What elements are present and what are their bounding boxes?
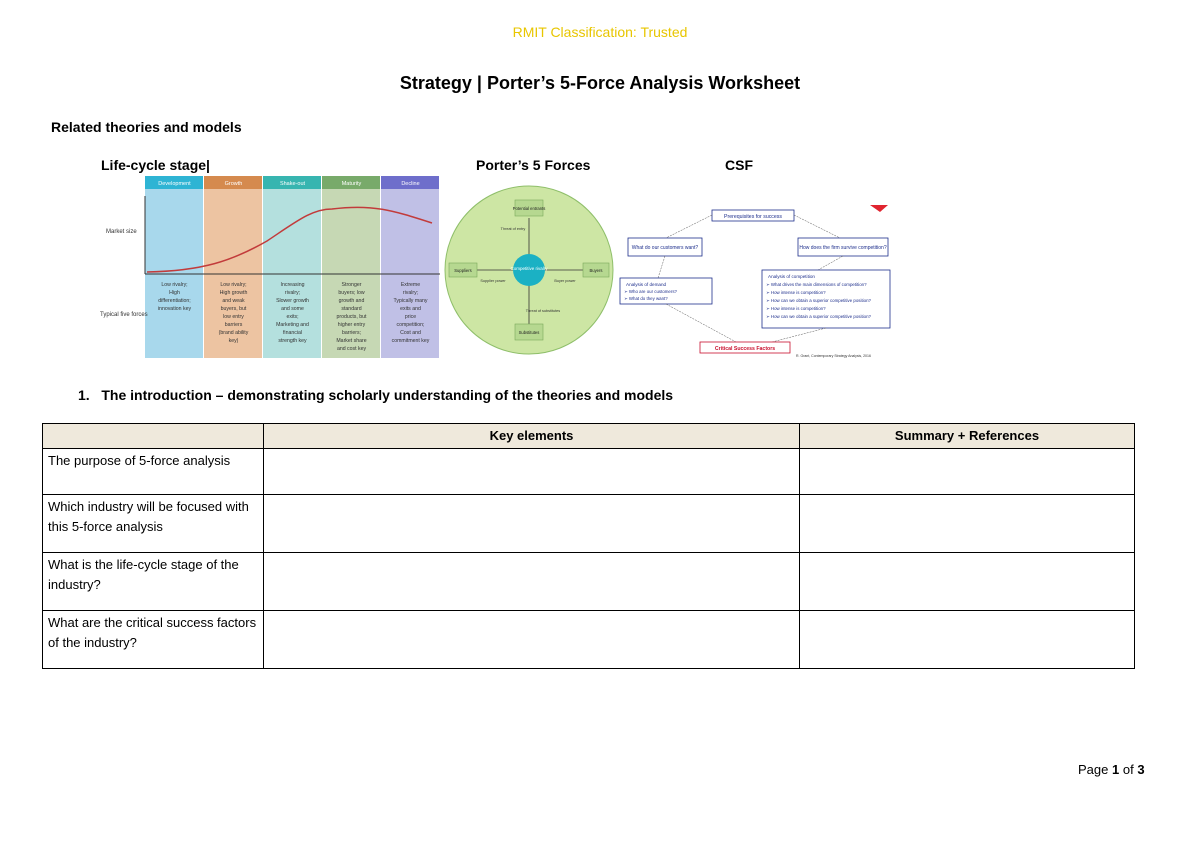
- porter-bottom-label: Substitutes: [519, 330, 540, 335]
- table-header-row: Key elements Summary + References: [42, 423, 1135, 449]
- csf-competition-item: ➢ How can we obtain a superior competiti…: [766, 314, 872, 319]
- section-1-heading: 1. The introduction – demonstrating scho…: [78, 387, 674, 403]
- lifecycle-stage-column: [381, 176, 439, 358]
- lifecycle-stage-label: Maturity: [342, 181, 362, 187]
- classification-label: RMIT Classification: Trusted: [512, 24, 688, 40]
- csf-label: CSF: [725, 157, 753, 173]
- lifecycle-stage-column: [204, 176, 262, 358]
- porter-right-node: [582, 262, 610, 278]
- key-elements-cell[interactable]: [263, 552, 800, 611]
- key-elements-cell[interactable]: [263, 448, 800, 495]
- table-header-key-elements: Key elements: [263, 423, 800, 449]
- porter-left-node: [448, 262, 478, 278]
- csf-figure: Prerequisites for success What do our cu…: [619, 205, 891, 358]
- lifecycle-stage-column: [263, 176, 321, 358]
- table-row: What is the life-cycle stage of the indu…: [42, 552, 1135, 611]
- summary-cell[interactable]: [799, 610, 1135, 669]
- lifecycle-stage-column: [145, 176, 203, 358]
- porter-threat-substitutes: Threat of substitutes: [526, 309, 561, 313]
- lifecycle-stage-label: Shake-out: [280, 181, 306, 187]
- csf-demand-item: ➢ Who are our customers?: [624, 289, 678, 294]
- porter-threat-entry: Threat of entry: [501, 227, 526, 231]
- lifecycle-forces-label: Typical five forces: [100, 312, 148, 318]
- related-heading: Related theories and models: [51, 119, 242, 135]
- porter-center-label: Competitive rivalry: [510, 266, 548, 271]
- porter-label: Porter’s 5 Forces: [476, 157, 591, 173]
- page-current: 1: [1112, 762, 1120, 777]
- csf-q1-label: What do our customers want?: [632, 245, 699, 251]
- table-row: The purpose of 5-force analysis: [42, 448, 1135, 495]
- table-row: What are the critical success factors of…: [42, 610, 1135, 669]
- intro-worksheet-table: Key elements Summary + References The pu…: [42, 423, 1135, 669]
- page-title: Strategy | Porter’s 5-Force Analysis Wor…: [399, 73, 801, 93]
- porter-right-label: Buyers: [589, 268, 602, 273]
- lifecycle-stage-label: Development: [158, 181, 191, 187]
- lifecycle-label: Life-cycle stage|: [101, 157, 210, 173]
- csf-competition-heading: Analysis of competition: [768, 274, 815, 279]
- summary-cell[interactable]: [799, 494, 1135, 553]
- lifecycle-stage-header: [381, 176, 439, 189]
- porter-left-label: Suppliers: [454, 268, 471, 273]
- csf-competition-item: ➢ What drives the main dimensions of com…: [766, 282, 867, 287]
- page-word: Page: [1078, 762, 1109, 777]
- lifecycle-curve: [146, 206, 433, 273]
- porter-top-label: Potential entrants: [513, 206, 546, 211]
- lifecycle-stage-header: [263, 176, 321, 189]
- lifecycle-stage-label: Growth: [225, 181, 243, 187]
- table-header-summary: Summary + References: [799, 423, 1135, 449]
- lifecycle-stage-header: [204, 176, 262, 189]
- table-row: Which industry will be focused with this…: [42, 494, 1135, 553]
- lifecycle-stage-column: [322, 176, 380, 358]
- csf-competition-item: ➢ How intense is competition?: [766, 306, 826, 311]
- csf-result-label: Critical Success Factors: [715, 346, 775, 352]
- page-number: Page 1 of 3: [1078, 762, 1145, 777]
- csf-demand-item: ➢ What do they want?: [624, 296, 668, 301]
- csf-result-box: [699, 341, 791, 354]
- csf-competition-item: ➢ How intense is competition?: [766, 290, 826, 295]
- row-question: What are the critical success factors of…: [42, 610, 264, 669]
- row-question: The purpose of 5-force analysis: [42, 448, 264, 495]
- page-of: of: [1122, 762, 1134, 777]
- porter-supplier-power: Supplier power: [480, 279, 506, 283]
- csf-source: R. Grant, Contemporary Strategy Analysis…: [796, 354, 871, 358]
- lifecycle-stage-header: [145, 176, 203, 189]
- page-total: 3: [1137, 762, 1145, 777]
- porter-center-node: [513, 254, 545, 286]
- table-header-blank: [42, 423, 264, 449]
- summary-cell[interactable]: [799, 552, 1135, 611]
- csf-demand-heading: Analysis of demand: [626, 282, 667, 287]
- csf-competition-box: [761, 269, 891, 329]
- porter-top-node: [514, 199, 544, 217]
- csf-demand-box: [619, 277, 713, 305]
- porter-bottom-node: [514, 323, 544, 341]
- porter-figure: Competitive rivalry Potential entrants S…: [444, 185, 614, 355]
- key-elements-cell[interactable]: [263, 494, 800, 553]
- csf-competition-item: ➢ How can we obtain a superior competiti…: [766, 298, 872, 303]
- key-elements-cell[interactable]: [263, 610, 800, 669]
- lifecycle-stage-label: Decline: [401, 181, 419, 187]
- csf-prereq-box: [711, 209, 795, 222]
- lifecycle-stage-header: [322, 176, 380, 189]
- row-question: Which industry will be focused with this…: [42, 494, 264, 553]
- csf-q2-label: How does the firm survive competition?: [799, 245, 886, 251]
- porter-buyer-power: Buyer power: [554, 279, 576, 283]
- csf-red-mark: [870, 205, 888, 212]
- csf-prereq-label: Prerequisites for success: [724, 214, 782, 220]
- summary-cell[interactable]: [799, 448, 1135, 495]
- row-question: What is the life-cycle stage of the indu…: [42, 552, 264, 611]
- lifecycle-y-label: Market size: [106, 229, 137, 235]
